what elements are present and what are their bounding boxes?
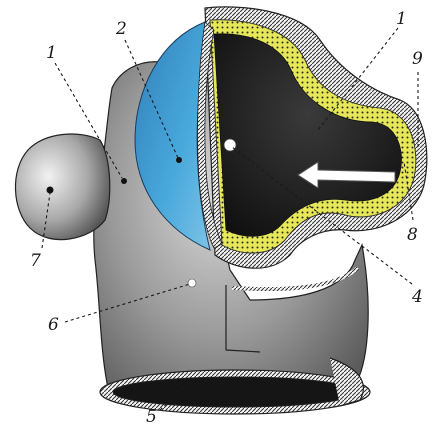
label-8: 8: [407, 225, 418, 245]
label-4: 4: [411, 287, 423, 307]
marker-dot-7: [47, 187, 54, 194]
label-1-left: 1: [46, 43, 57, 63]
bottom-opening-inner: [113, 377, 357, 407]
marker-dot-2: [176, 157, 182, 163]
label-2: 2: [115, 19, 127, 39]
label-9: 9: [412, 49, 423, 69]
marker-dot-1: [121, 178, 127, 184]
left-vesicle: [15, 134, 109, 240]
label-5: 5: [146, 407, 157, 425]
label-6: 6: [48, 315, 59, 335]
label-7: 7: [30, 251, 41, 271]
label-1-right: 1: [396, 9, 407, 29]
lower-dot: [188, 279, 196, 287]
